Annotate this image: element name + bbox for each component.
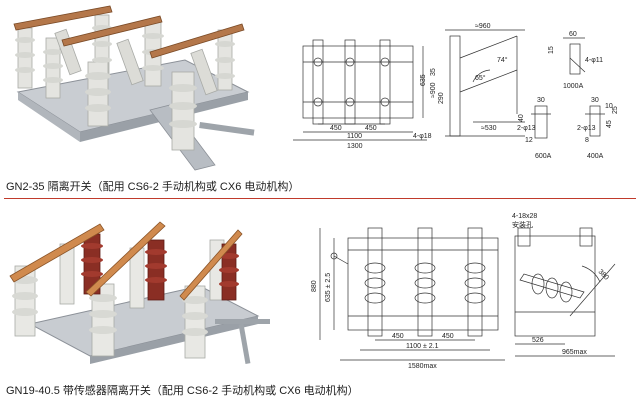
dim-60: 60 [569, 31, 577, 38]
dim-2phi13a: 2-φ13 [517, 125, 536, 132]
dim-1300: 1300 [347, 143, 363, 150]
dim-635: 635 [420, 74, 427, 86]
gn2-35-dimension-drawing: 450 450 1100 1300 635 35 ≈900 290 4-φ18 … [293, 23, 619, 160]
dim-2phi13b: 2-φ13 [577, 125, 596, 132]
dim-1580max: 1580max [408, 363, 437, 370]
dim-65: 65° [475, 74, 486, 82]
gn19-40-5-product-photo [0, 204, 275, 376]
dim-4-18x28: 4-18x28 [512, 213, 537, 220]
dim-8: 8 [585, 137, 589, 144]
dim-1100-2-1: 1100 ± 2.1 [406, 343, 439, 350]
dim-290: 290 [438, 92, 445, 104]
dim-4phi11: 4-φ11 [585, 57, 603, 64]
dim-1000a: 1000A [563, 83, 584, 90]
gn19-40-5-caption: GN19-40.5 带传感器隔离开关（配用 CS6-2 手动机构或 CX6 电动… [6, 385, 359, 397]
dim-10: 10 [605, 103, 613, 110]
dim-880: 880 [311, 280, 318, 292]
dim-450b: 450 [442, 333, 454, 340]
gn19-40-5-dimension-drawing: 880 635 ± 2.5 450 450 1100 ± 2.1 1580max… [311, 213, 616, 370]
gn2-35-caption: GN2-35 隔离开关（配用 CS6-2 手动机构或 CX6 电动机构） [6, 181, 300, 193]
dim-635-2-5: 635 ± 2.5 [325, 273, 332, 302]
gn19-40-5-section: 880 635 ± 2.5 450 450 1100 ± 2.1 1580max… [0, 200, 640, 400]
dim-35: 35 [430, 68, 437, 76]
gn2-35-section: 450 450 1100 1300 635 35 ≈900 290 4-φ18 … [0, 0, 619, 193]
dim-40a: 40 [518, 114, 525, 122]
dim-30b: 30 [591, 97, 599, 104]
dim-526: 526 [532, 337, 544, 344]
dim-530: ≈530 [481, 125, 497, 132]
dim-4phi18: 4-φ18 [413, 133, 432, 140]
dim-450b: 450 [365, 125, 377, 132]
dim-960: ≈960 [475, 23, 491, 30]
dim-74: 74° [497, 56, 508, 64]
dim-15: 15 [548, 46, 555, 54]
dim-600a: 600A [535, 153, 552, 160]
dim-400a: 400A [587, 153, 604, 160]
dim-965max: 965max [562, 349, 587, 356]
dim-450a: 450 [330, 125, 342, 132]
section-divider [4, 198, 636, 199]
dim-25: 25 [612, 106, 619, 114]
dim-450a: 450 [392, 333, 404, 340]
dim-mount-holes: 安装孔 [512, 220, 533, 229]
dim-1100: 1100 [347, 133, 362, 140]
gn2-35-product-photo [0, 0, 270, 175]
dim-45: 45 [606, 120, 613, 128]
dim-30a: 30 [537, 97, 545, 104]
dim-900: ≈900 [430, 82, 437, 98]
dim-12a: 12 [525, 137, 533, 144]
